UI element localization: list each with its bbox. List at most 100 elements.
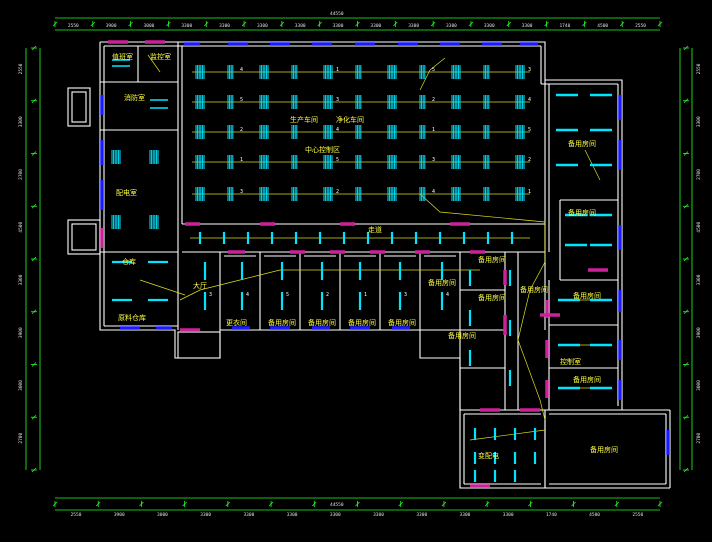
dim-text: 3300 xyxy=(295,23,306,29)
fixture-mark: 5 xyxy=(286,292,289,298)
light-fixture xyxy=(355,187,362,201)
room-label-south-5: 备用房间 xyxy=(428,278,456,287)
light-fixture xyxy=(387,187,397,201)
light-fixture xyxy=(515,187,525,201)
light-fixture xyxy=(323,125,333,139)
dim-text: 2550 xyxy=(632,512,643,518)
fixture-mark: 4 xyxy=(240,67,243,73)
light-fixture xyxy=(291,95,298,109)
dim-text: 3300 xyxy=(181,23,192,29)
dim-text: 3300 xyxy=(373,512,384,518)
dim-text: 3300 xyxy=(200,512,211,518)
room-label-corridor: 走道 xyxy=(368,225,382,234)
fixture-mark: 3 xyxy=(336,97,339,103)
fixture-mark: 2 xyxy=(336,189,339,195)
dim-text: 3900 xyxy=(114,512,125,518)
dim-text: 3300 xyxy=(18,274,24,285)
light-fixture xyxy=(515,95,525,109)
room-label-hall: 大厅 xyxy=(193,281,207,290)
room-label-stair-0: 备用房间 xyxy=(478,255,506,264)
light-fixture xyxy=(259,65,269,79)
light-fixture xyxy=(111,215,121,229)
light-fixture xyxy=(291,155,298,169)
light-fixture xyxy=(291,187,298,201)
light-fixture xyxy=(355,95,362,109)
room-label-guard: 监控室 xyxy=(150,52,171,61)
light-fixture xyxy=(515,65,525,79)
dimension-lines xyxy=(25,17,693,511)
room-labels: 值班室 监控室 消防室 生产车间 净化车间 中心控制区 走道 配电室 仓库 原料… xyxy=(112,52,618,460)
room-label-south-2: 备用房间 xyxy=(308,318,336,327)
dim-text: 2700 xyxy=(696,169,702,180)
light-fixture xyxy=(149,215,159,229)
light-fixture xyxy=(323,155,333,169)
fixture-mark: 5 xyxy=(528,127,531,133)
light-fixture xyxy=(259,155,269,169)
light-fixture xyxy=(323,187,333,201)
room-label-left-cabinet: 配电室 xyxy=(116,188,137,197)
light-fixtures xyxy=(111,59,612,482)
fixture-mark: 1 xyxy=(336,67,339,73)
fixture-mark: 3 xyxy=(432,157,435,163)
fixture-mark: 2 xyxy=(432,97,435,103)
fixture-mark: 5 xyxy=(336,157,339,163)
dim-text: 3300 xyxy=(696,274,702,285)
light-fixture xyxy=(483,65,490,79)
light-fixture xyxy=(451,187,461,201)
dim-text: 4500 xyxy=(696,221,702,232)
dim-text: 2700 xyxy=(18,432,24,443)
light-fixture xyxy=(355,125,362,139)
dim-text: 2550 xyxy=(71,512,82,518)
dimension-ticks xyxy=(31,21,689,507)
dim-text: 4500 xyxy=(597,23,608,29)
room-label-shed: 消防室 xyxy=(124,93,145,102)
fixture-mark: 2 xyxy=(240,127,243,133)
light-fixture xyxy=(515,125,525,139)
room-label-south-3: 备用房间 xyxy=(348,318,376,327)
light-fixture xyxy=(515,155,525,169)
fixture-mark: 3 xyxy=(240,189,243,195)
light-fixture xyxy=(451,95,461,109)
dim-text: 3000 xyxy=(144,23,155,29)
room-label-north-store2: 备用房间 xyxy=(568,208,596,217)
fixture-mark: 1 xyxy=(364,292,367,298)
light-fixture xyxy=(323,65,333,79)
light-fixture xyxy=(419,125,426,139)
fixture-mark: 1 xyxy=(528,189,531,195)
light-fixture xyxy=(259,187,269,201)
fixture-mark: 4 xyxy=(246,292,249,298)
light-fixture xyxy=(111,150,121,164)
dim-text: 3300 xyxy=(330,512,341,518)
light-fixture xyxy=(227,125,234,139)
fixture-mark: 1 xyxy=(240,157,243,163)
light-fixture xyxy=(387,125,397,139)
dim-text: 3300 xyxy=(408,23,419,29)
room-label-stair-1: 备用房间 xyxy=(478,293,506,302)
light-fixture xyxy=(483,187,490,201)
dim-text: 3300 xyxy=(18,116,24,127)
light-fixture xyxy=(227,95,234,109)
dim-text: 3300 xyxy=(522,23,533,29)
room-label-east-0: 备用房间 xyxy=(573,291,601,300)
dim-text: 3300 xyxy=(333,23,344,29)
light-fixture xyxy=(483,155,490,169)
light-fixture xyxy=(483,125,490,139)
light-fixture xyxy=(451,65,461,79)
light-fixture xyxy=(483,95,490,109)
dim-text: 3300 xyxy=(460,512,471,518)
fixture-mark: 5 xyxy=(240,97,243,103)
dim-text: 3300 xyxy=(219,23,230,29)
dim-text: 3000 xyxy=(157,512,168,518)
room-label-bottom-left: 变配电 xyxy=(478,451,499,460)
room-label-south-4: 备用房间 xyxy=(388,318,416,327)
light-fixture xyxy=(195,125,205,139)
room-label-main3: 中心控制区 xyxy=(305,145,340,154)
light-fixture xyxy=(355,155,362,169)
light-fixture xyxy=(195,95,205,109)
light-fixture xyxy=(387,95,397,109)
light-fixture xyxy=(355,65,362,79)
dim-text: 3300 xyxy=(503,512,514,518)
